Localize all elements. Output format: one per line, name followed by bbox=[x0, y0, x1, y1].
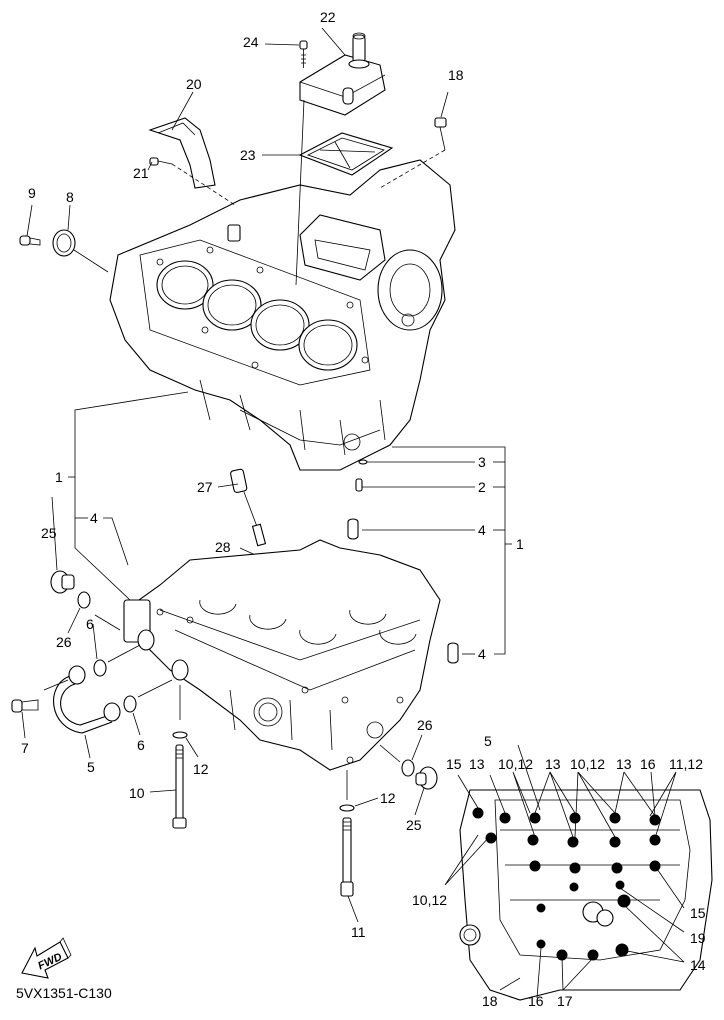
callout-13-b: 13 bbox=[545, 756, 561, 772]
callout-11-12: 11,12 bbox=[669, 756, 703, 772]
callout-22: 22 bbox=[320, 9, 336, 25]
callout-9: 9 bbox=[28, 185, 36, 201]
callout-bracket-1-left bbox=[68, 391, 189, 601]
callout-26-left: 26 bbox=[56, 634, 72, 650]
callout-19: 19 bbox=[690, 930, 706, 946]
fwd-arrow-icon: FWD bbox=[21, 937, 72, 979]
callout-17: 17 bbox=[557, 993, 573, 1009]
callout-21: 21 bbox=[133, 165, 149, 181]
callout-16-inset-top: 16 bbox=[640, 756, 656, 772]
callout-16-inset-bottom: 16 bbox=[528, 993, 544, 1009]
diagram-reference-code: 5VX1351-C130 bbox=[16, 985, 112, 1001]
callout-4-left: 4 bbox=[90, 510, 98, 526]
callout-18-inset: 18 bbox=[482, 993, 498, 1009]
oil-pipe-5 bbox=[11, 665, 121, 759]
callout-23: 23 bbox=[240, 147, 256, 163]
callout-3: 3 bbox=[478, 454, 486, 470]
callout-4-bottom: 4 bbox=[478, 646, 486, 662]
callout-13-a: 13 bbox=[469, 756, 485, 772]
callout-24: 24 bbox=[243, 34, 259, 50]
callout-26-right: 26 bbox=[417, 717, 433, 733]
callout-4-right: 4 bbox=[478, 522, 486, 538]
callout-13-c: 13 bbox=[616, 756, 632, 772]
callout-bracket-1-right bbox=[347, 446, 512, 664]
callout-27: 27 bbox=[197, 479, 213, 495]
callout-14: 14 bbox=[690, 957, 706, 973]
cover-20 bbox=[148, 117, 236, 206]
callout-15-inset-top: 15 bbox=[446, 756, 462, 772]
lower-crankcase bbox=[123, 539, 441, 771]
callout-20: 20 bbox=[186, 76, 202, 92]
upper-leaders bbox=[26, 27, 449, 488]
bolt-10 bbox=[149, 685, 199, 829]
callout-12-left: 12 bbox=[193, 761, 209, 777]
callout-18-top: 18 bbox=[448, 67, 464, 83]
callout-15-inset-right: 15 bbox=[690, 905, 706, 921]
dipstick-27 bbox=[230, 468, 277, 564]
callout-25-right: 25 bbox=[406, 817, 422, 833]
callout-7: 7 bbox=[21, 740, 29, 756]
callout-5-inset: 5 bbox=[484, 733, 492, 749]
callout-8: 8 bbox=[66, 189, 74, 205]
inset-bottom-view bbox=[444, 744, 713, 1001]
breather-cover-assembly bbox=[295, 32, 394, 286]
callout-10: 10 bbox=[129, 785, 145, 801]
upper-crankcase bbox=[109, 159, 456, 471]
callout-6-upper: 6 bbox=[86, 616, 94, 632]
callout-1-right: 1 bbox=[516, 536, 524, 552]
plug-25-left bbox=[50, 496, 121, 634]
callout-10-12-b: 10,12 bbox=[570, 756, 606, 772]
callout-25-left: 25 bbox=[41, 525, 57, 541]
callout-11: 11 bbox=[351, 924, 366, 940]
callout-12-right: 12 bbox=[380, 790, 396, 806]
o-rings-6 bbox=[92, 623, 173, 736]
callout-2: 2 bbox=[478, 479, 486, 495]
callout-10-12-c: 10,12 bbox=[412, 892, 448, 908]
parts-8-9 bbox=[19, 229, 109, 273]
bolt-11 bbox=[339, 734, 438, 923]
callout-5-left: 5 bbox=[87, 759, 95, 775]
callout-10-12-a: 10,12 bbox=[498, 756, 534, 772]
callout-28: 28 bbox=[215, 539, 231, 555]
callout-1-left: 1 bbox=[55, 469, 63, 485]
bolt-18-top bbox=[379, 117, 447, 189]
callout-6-lower: 6 bbox=[137, 737, 145, 753]
